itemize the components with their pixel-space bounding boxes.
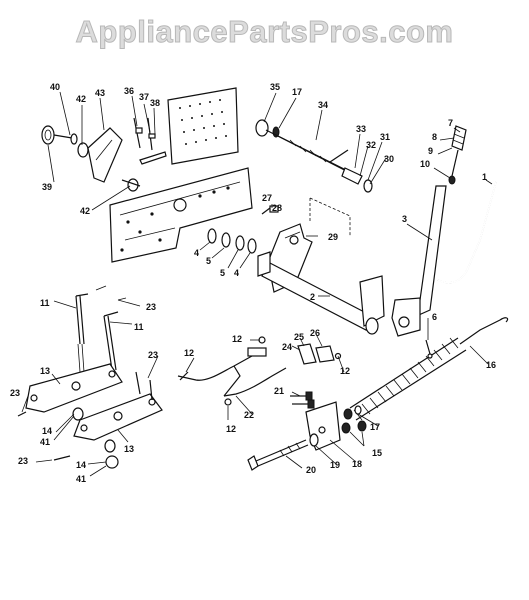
callout-6: 6: [432, 312, 437, 322]
callout-5: 5: [206, 256, 211, 266]
callout-12-second: 12: [184, 348, 194, 358]
callout-2: 2: [310, 292, 315, 302]
spring-16: [349, 317, 509, 421]
rod-assembly-34: [255, 119, 373, 193]
parts-drawing: [17, 87, 509, 471]
callout-34: 34: [318, 100, 328, 110]
callout-11: 11: [40, 298, 50, 308]
knob-assembly: [41, 125, 141, 192]
callout-23-second: 23: [148, 350, 158, 360]
cross-shaft: [257, 223, 385, 335]
callout-14-second: 14: [76, 460, 86, 470]
callout-22: 22: [244, 410, 254, 420]
callout-11-second: 11: [134, 322, 144, 332]
callout-35: 35: [270, 82, 280, 92]
callout-1: 1: [482, 172, 487, 182]
callout-23-fourth: 23: [18, 456, 28, 466]
callout-17-second: 17: [370, 422, 380, 432]
pin-6: [425, 339, 433, 359]
callout-12-third: 12: [340, 366, 350, 376]
callout-7: 7: [448, 118, 453, 128]
adjust-rod-22: [177, 336, 287, 406]
callout-23-third: 23: [10, 388, 20, 398]
callout-15: 15: [372, 448, 382, 458]
callout-26: 26: [310, 328, 320, 338]
lift-arm-upper: [25, 363, 123, 421]
callout-29: 29: [328, 232, 338, 242]
lift-arm-lower: [73, 393, 163, 469]
callout-27: 27: [262, 193, 272, 203]
callout-42: 42: [76, 94, 86, 104]
bracket-24-26: [297, 343, 342, 365]
callout-16: 16: [486, 360, 496, 370]
callout-38: 38: [150, 98, 160, 108]
lift-lever: [391, 125, 467, 337]
washer-set: [207, 228, 257, 254]
pins-23: [17, 371, 153, 461]
callout-9: 9: [428, 146, 433, 156]
callout-24: 24: [282, 342, 292, 352]
callout-13: 13: [40, 366, 50, 376]
callout-37: 37: [139, 92, 149, 102]
callout-25: 25: [294, 332, 304, 342]
callout-3: 3: [402, 214, 407, 224]
callout-20: 20: [306, 465, 316, 475]
callout-4-second: 4: [234, 268, 239, 278]
callout-4: 4: [194, 248, 199, 258]
callout-41-second: 41: [76, 474, 86, 484]
callout-30: 30: [384, 154, 394, 164]
bolt-20: [247, 433, 319, 471]
callout-33: 33: [356, 124, 366, 134]
callout-labels: 40 42 43 36 37 38 35 17 34 7 8 9 10 33 3…: [10, 82, 496, 484]
callout-19: 19: [330, 460, 340, 470]
callout-31: 31: [380, 132, 390, 142]
callout-28: 28: [272, 203, 282, 213]
bolt-group-36-38: [133, 117, 167, 165]
callout-32: 32: [366, 140, 376, 150]
bolts-21: [290, 391, 315, 409]
callout-23: 23: [146, 302, 156, 312]
callout-43: 43: [95, 88, 105, 98]
callout-21: 21: [274, 386, 284, 396]
callout-18: 18: [352, 459, 362, 469]
callout-10: 10: [420, 159, 430, 169]
callout-13-second: 13: [124, 444, 134, 454]
callout-5-second: 5: [220, 268, 225, 278]
watermark-logo-text: AppliancePartsPros.com: [75, 14, 454, 50]
callout-40: 40: [50, 82, 60, 92]
lift-handle-rod: [437, 181, 497, 284]
callout-39: 39: [42, 182, 52, 192]
callout-14: 14: [42, 426, 52, 436]
chassis-plate: [109, 167, 253, 263]
callout-12: 12: [232, 334, 242, 344]
callout-36: 36: [124, 86, 134, 96]
frame-plate: [167, 87, 239, 165]
callout-17: 17: [292, 87, 302, 97]
callout-12-fourth: 12: [226, 424, 236, 434]
link-assembly-27-29: [261, 197, 351, 236]
callout-8: 8: [432, 132, 437, 142]
callout-41: 41: [40, 437, 50, 447]
leader-lines: [21, 91, 493, 477]
callout-42-lower: 42: [80, 206, 90, 216]
lift-rods: [75, 285, 127, 373]
